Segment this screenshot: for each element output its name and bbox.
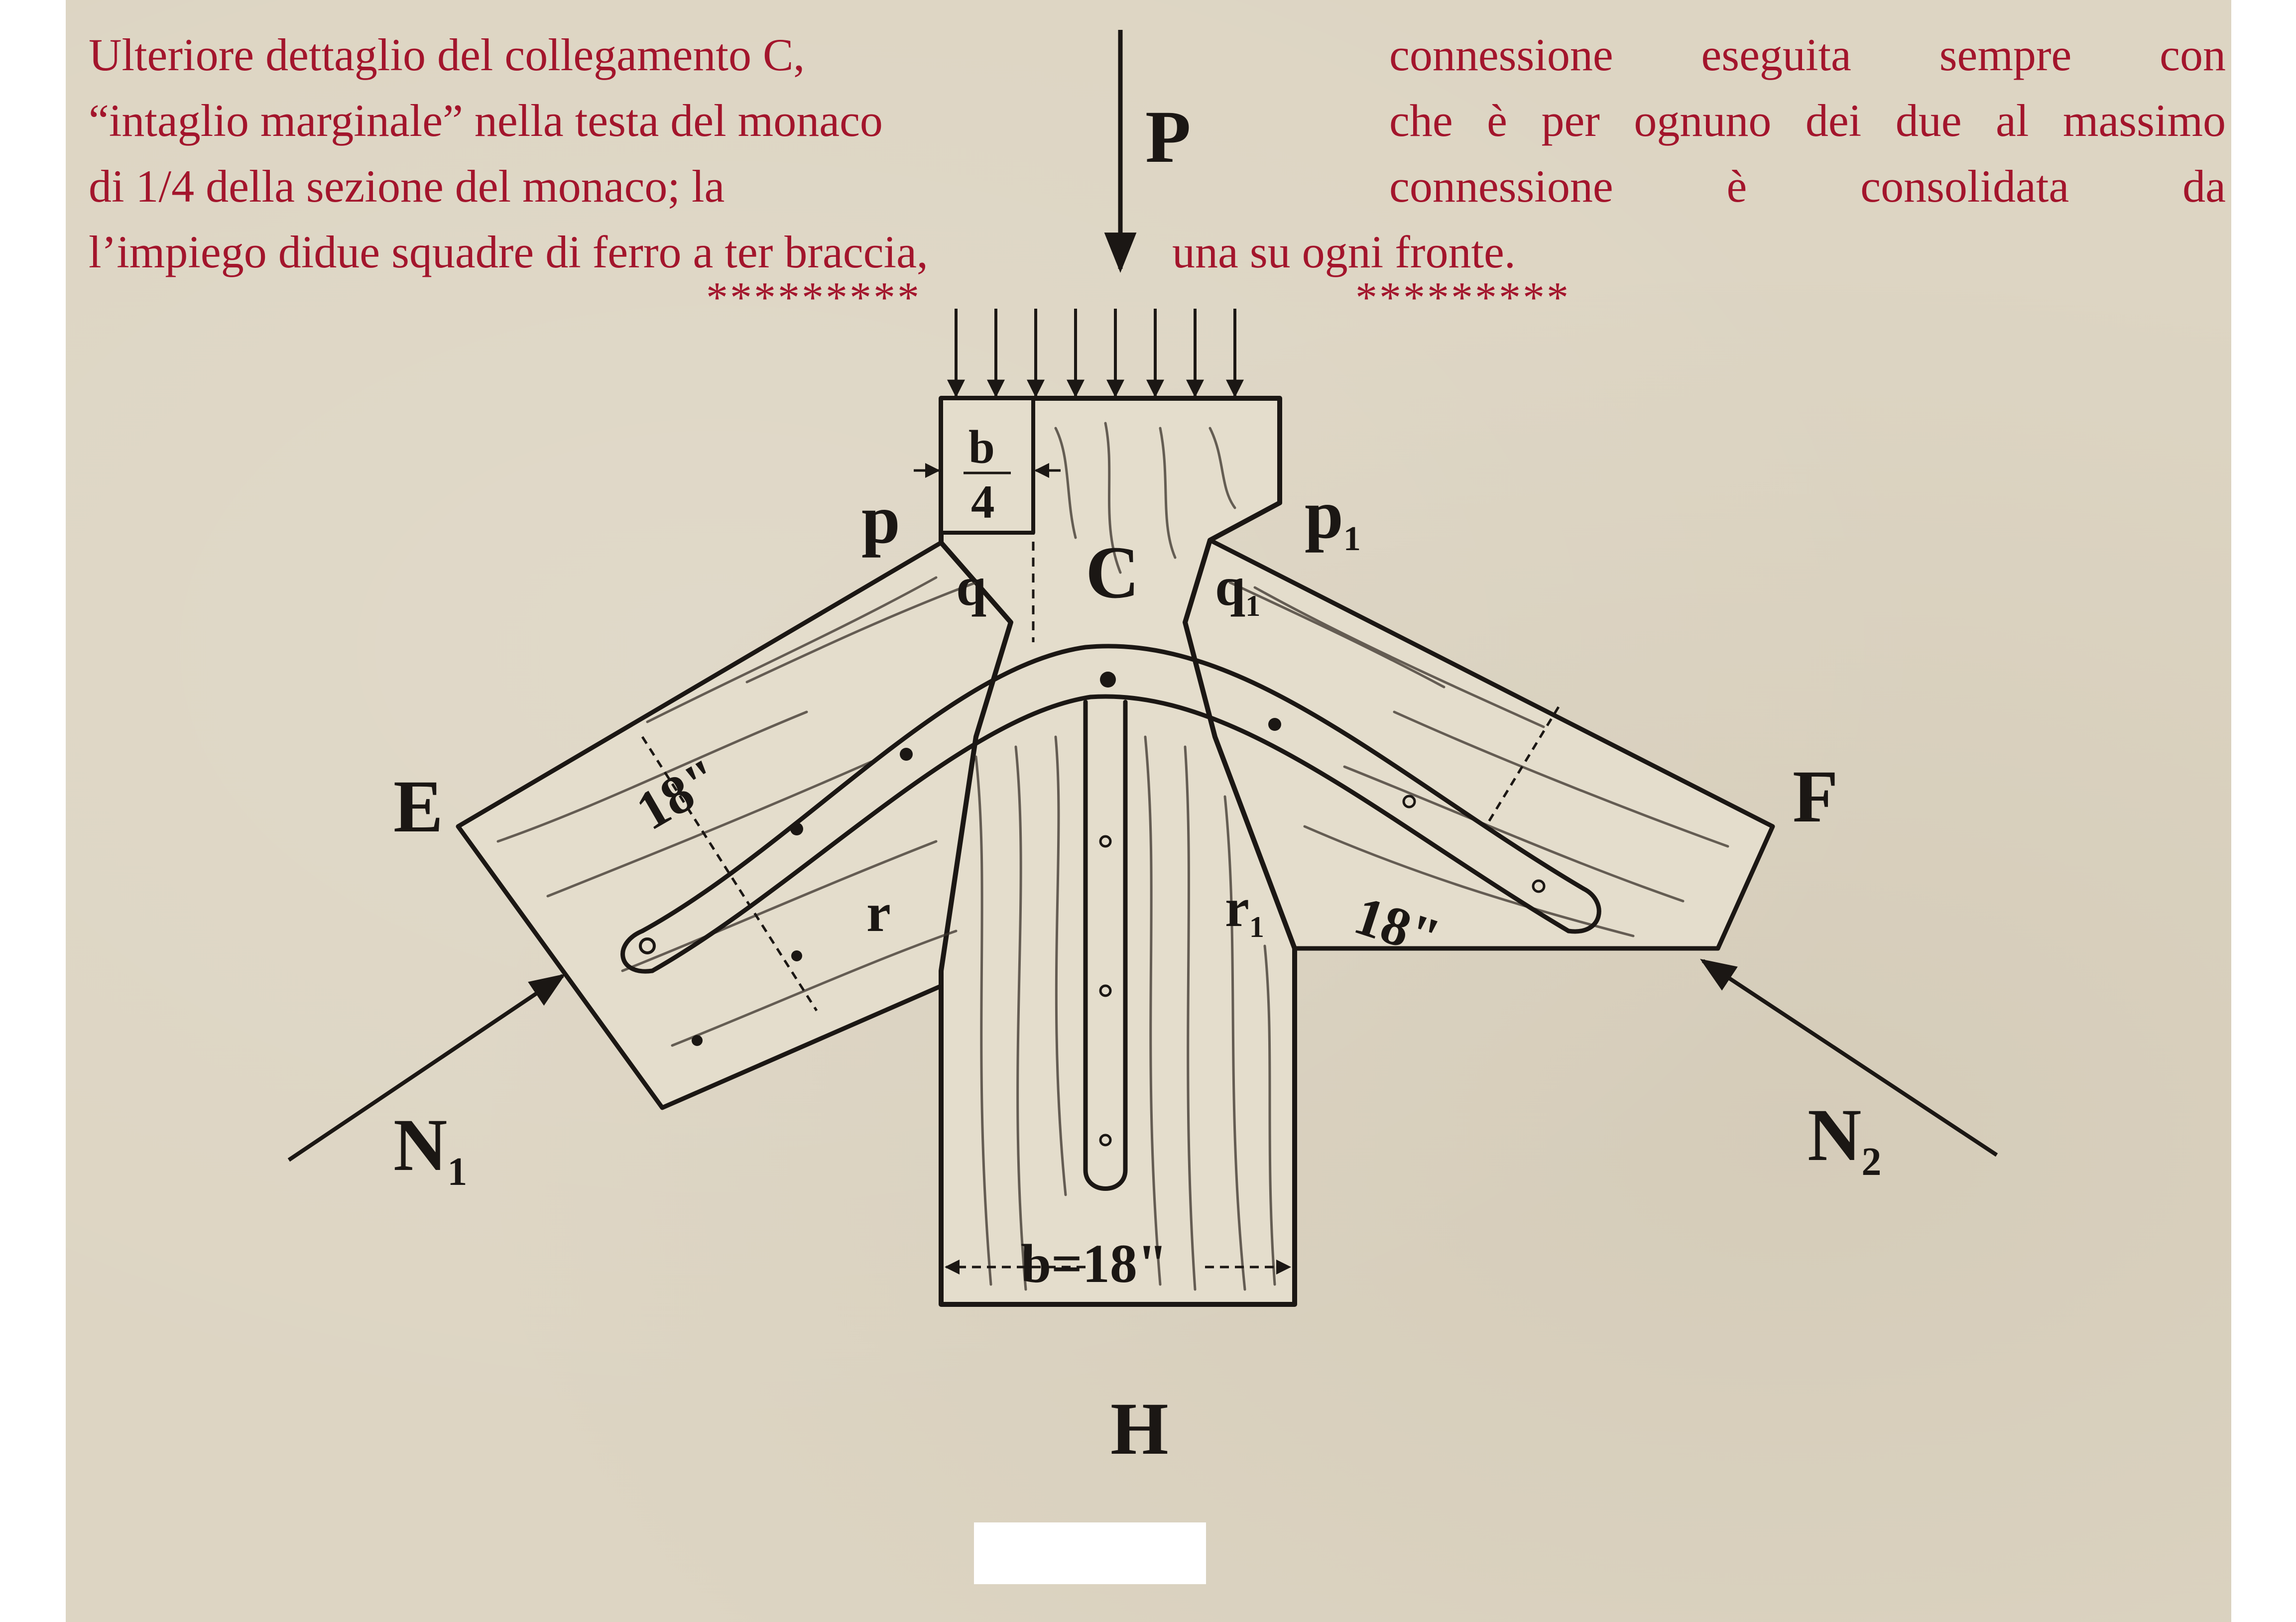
- label-force-n2: N2: [1808, 1094, 1881, 1184]
- notch-dimension: [914, 463, 1061, 478]
- separator-right: *********: [1355, 274, 1571, 322]
- caption-right-line-1: connessione eseguita sempre con: [1389, 29, 2226, 80]
- label-notch-numerator: b: [968, 421, 995, 473]
- label-notch-denominator: 4: [971, 475, 995, 528]
- caption-right-line-2: che è per ognuno dei due al massimo: [1389, 95, 2226, 146]
- separator-left: *********: [706, 274, 921, 322]
- label-dim-bottom: b=18": [1021, 1233, 1168, 1294]
- caption-right-column: connessione eseguita sempre con che è pe…: [1389, 22, 2226, 219]
- caption-left-line-3: di 1/4 della sezione del monaco; la: [89, 161, 725, 212]
- label-load-p: P: [1145, 96, 1191, 178]
- label-r-left: r: [866, 882, 891, 943]
- label-p-right: p1: [1305, 476, 1361, 558]
- blank-patch: [974, 1522, 1206, 1584]
- wood-grain: [496, 422, 1729, 1291]
- caption-left-line-4: l’impiego didue squadre di ferro a ter b…: [89, 227, 928, 277]
- label-q-right: q1: [1215, 556, 1260, 622]
- label-force-n1: N1: [393, 1104, 467, 1194]
- caption-left-line-2: “intaglio marginale” nella testa del mon…: [89, 95, 883, 146]
- label-r-right: r1: [1225, 877, 1264, 943]
- bolts: [639, 672, 1546, 1147]
- caption-right-line-3: connessione è consolidata da: [1389, 161, 2226, 212]
- distributed-load-arrows: [947, 309, 1244, 398]
- label-end-h: H: [1110, 1388, 1169, 1470]
- caption-left-column: Ulteriore dettaglio del collegamento C, …: [89, 22, 928, 285]
- label-end-f: F: [1793, 755, 1838, 838]
- force-arrow-n2: [1699, 959, 1998, 1157]
- label-p-left: p: [861, 481, 900, 558]
- rafter-dimension-lines: [641, 706, 1560, 1012]
- caption-left-line-1: Ulteriore dettaglio del collegamento C,: [89, 29, 805, 80]
- label-joint-c: C: [1086, 531, 1139, 614]
- label-end-e: E: [393, 765, 443, 848]
- force-arrow-n1: [287, 973, 566, 1162]
- caption-tail-line: una su ogni fronte.: [1172, 227, 1516, 277]
- iron-strap: [620, 644, 1601, 1191]
- king-post: [939, 396, 1297, 1307]
- label-q-left: q: [956, 556, 986, 617]
